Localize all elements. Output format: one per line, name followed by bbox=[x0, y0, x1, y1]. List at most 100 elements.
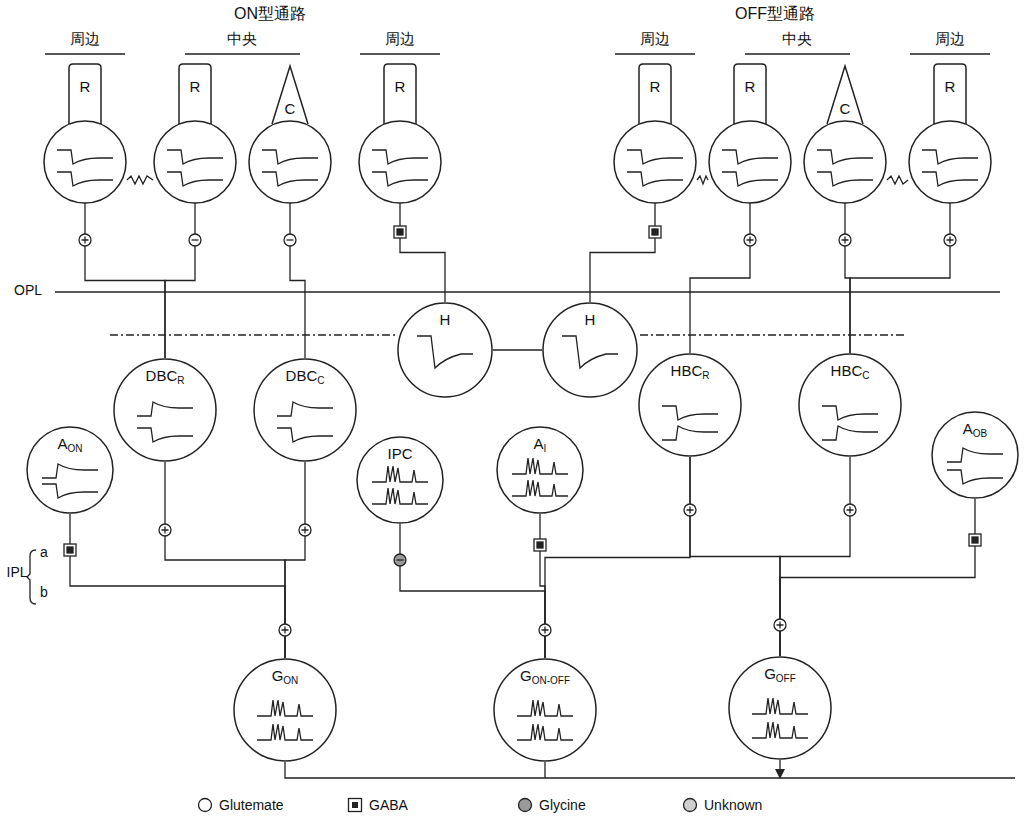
photoreceptor-cell: R bbox=[41, 62, 129, 206]
cell-name: DBC bbox=[146, 367, 178, 384]
legend-text: Glutemate bbox=[219, 797, 284, 813]
cell-body bbox=[543, 303, 637, 397]
cell-label: DBCR bbox=[113, 367, 217, 387]
legend-swatch bbox=[347, 797, 363, 813]
cell-name: R bbox=[80, 78, 91, 95]
cell-outline bbox=[246, 62, 334, 206]
photoreceptor-cell: R bbox=[151, 62, 239, 206]
cell-label: H bbox=[542, 311, 638, 328]
rod-outer-segment bbox=[934, 64, 966, 124]
cell-subscript: ON bbox=[68, 443, 83, 454]
cell-name: R bbox=[945, 78, 956, 95]
cell-body bbox=[639, 354, 741, 456]
legend-text: Glycine bbox=[539, 797, 586, 813]
legend-swatch bbox=[517, 797, 533, 813]
neuron-cell: AI bbox=[496, 426, 584, 514]
cell-subscript: ON bbox=[283, 675, 298, 686]
cell-body bbox=[729, 657, 831, 759]
layer-label: a bbox=[40, 544, 48, 561]
neuron-cell: HBCC bbox=[798, 353, 902, 457]
cell-body bbox=[799, 354, 901, 456]
cone-outer-segment bbox=[827, 66, 863, 124]
neuron-cell: HBCR bbox=[638, 353, 742, 457]
cell-name: C bbox=[285, 100, 296, 117]
cone-outer-segment bbox=[272, 66, 308, 124]
neuron-cell: H bbox=[397, 302, 493, 398]
cell-name: A bbox=[534, 435, 544, 452]
layer-label: OPL bbox=[14, 282, 42, 299]
cell-body bbox=[494, 659, 596, 761]
legend-text: GABA bbox=[369, 797, 408, 813]
layer-label: IPL bbox=[6, 564, 27, 581]
rod-outer-segment bbox=[384, 64, 416, 124]
rod-outer-segment bbox=[69, 64, 101, 124]
synaptic-connection bbox=[545, 457, 690, 658]
cell-outline bbox=[493, 658, 597, 762]
photoreceptor-cell: C bbox=[246, 62, 334, 206]
region-heading: 中央 bbox=[227, 30, 257, 48]
cell-body bbox=[44, 121, 126, 203]
cell-name: R bbox=[650, 78, 661, 95]
cell-label: GOFF bbox=[728, 665, 832, 685]
cell-body bbox=[398, 303, 492, 397]
legend-swatch-square bbox=[349, 799, 362, 812]
region-heading: 周边 bbox=[385, 30, 415, 48]
cell-label: GON bbox=[233, 667, 337, 687]
legend-text: Unknown bbox=[704, 797, 762, 813]
cell-label: HBCC bbox=[798, 362, 902, 382]
cell-outline bbox=[931, 411, 1019, 499]
cell-label: R bbox=[906, 78, 994, 95]
cell-name: H bbox=[440, 311, 451, 328]
photoreceptor-cell: R bbox=[906, 62, 994, 206]
legend-swatch-fill bbox=[199, 799, 212, 812]
synaptic-connection bbox=[400, 203, 445, 302]
region-heading: 周边 bbox=[935, 30, 965, 48]
cell-body bbox=[357, 437, 443, 523]
legend-swatch bbox=[197, 797, 213, 813]
region-heading: 周边 bbox=[640, 30, 670, 48]
cell-body bbox=[909, 121, 991, 203]
cell-name: R bbox=[745, 78, 756, 95]
neuron-cell: DBCR bbox=[113, 358, 217, 462]
legend-swatch bbox=[682, 797, 698, 813]
cell-label: AON bbox=[26, 435, 114, 455]
neuron-cell: GOFF bbox=[728, 656, 832, 760]
neuron-cell: GON-OFF bbox=[493, 658, 597, 762]
cell-name: A bbox=[57, 435, 67, 452]
synaptic-connection bbox=[690, 457, 780, 656]
cell-body bbox=[709, 121, 791, 203]
cell-name: H bbox=[585, 311, 596, 328]
cell-outline bbox=[26, 426, 114, 514]
neuron-cell: AOB bbox=[931, 411, 1019, 499]
cell-outline bbox=[728, 656, 832, 760]
cell-label: HBCR bbox=[638, 362, 742, 382]
synaptic-connection bbox=[493, 349, 542, 350]
rod-outer-segment bbox=[639, 64, 671, 124]
cell-subscript: C bbox=[862, 370, 869, 381]
region-heading: 中央 bbox=[782, 30, 812, 48]
synaptic-connection bbox=[780, 499, 975, 656]
cell-body bbox=[234, 659, 336, 761]
photoreceptor-cell: R bbox=[706, 62, 794, 206]
legend-swatch-fill bbox=[684, 799, 697, 812]
photoreceptor-cell: R bbox=[611, 62, 699, 206]
cell-label: C bbox=[246, 100, 334, 117]
cell-body bbox=[27, 427, 113, 513]
legend-swatch-fill bbox=[519, 799, 532, 812]
synaptic-connection bbox=[780, 457, 850, 656]
cell-outline bbox=[801, 62, 889, 206]
neuron-cell: AON bbox=[26, 426, 114, 514]
cell-body bbox=[359, 121, 441, 203]
cell-body bbox=[249, 121, 331, 203]
synaptic-connection bbox=[850, 203, 950, 353]
cell-name: A bbox=[963, 420, 973, 437]
pathway-heading: ON型通路 bbox=[234, 4, 306, 23]
cell-label: R bbox=[356, 78, 444, 95]
synaptic-connection bbox=[70, 514, 285, 658]
cell-name: G bbox=[764, 665, 776, 682]
synaptic-connection bbox=[845, 203, 850, 353]
cell-subscript: ON-OFF bbox=[532, 675, 570, 686]
rod-outer-segment bbox=[179, 64, 211, 124]
